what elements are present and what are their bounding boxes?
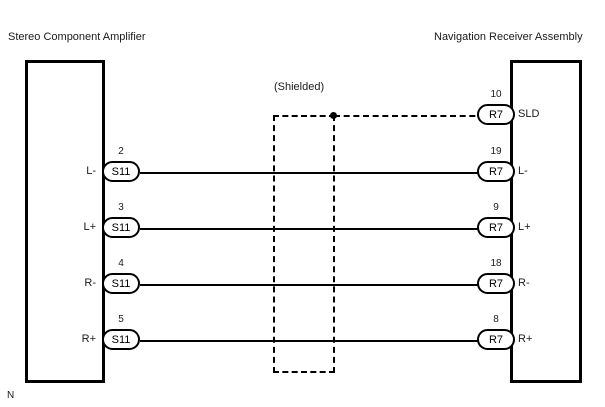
pin-number-left-l-plus: 3 <box>118 202 124 213</box>
signal-label-left-r-plus: R+ <box>81 333 96 345</box>
pin-number-left-r-plus: 5 <box>118 314 124 325</box>
wire-l-plus <box>140 228 485 230</box>
wire-r-plus <box>140 340 485 342</box>
pin-number-right-r-minus: 18 <box>490 258 502 269</box>
right-component-title: Navigation Receiver Assembly <box>434 31 583 43</box>
shield-left-edge <box>273 115 275 373</box>
shield-bottom-edge <box>273 371 335 373</box>
signal-label-left-l-minus: L- <box>86 165 96 177</box>
pin-number-left-r-minus: 4 <box>118 258 124 269</box>
signal-label-right-sld: SLD <box>518 108 540 120</box>
terminal-left-r-plus[interactable]: S11 <box>102 329 140 350</box>
pin-number-right-r-plus: 8 <box>493 314 499 325</box>
signal-label-left-l-plus: L+ <box>83 221 96 233</box>
pin-number-right-sld: 10 <box>490 89 502 100</box>
terminal-right-l-plus[interactable]: R7 <box>477 217 515 238</box>
left-connector-housing <box>25 60 105 383</box>
signal-label-right-r-plus: R+ <box>518 333 533 345</box>
pin-number-right-l-plus: 9 <box>493 202 499 213</box>
terminal-right-r-minus[interactable]: R7 <box>477 273 515 294</box>
shield-caption: (Shielded) <box>274 81 325 93</box>
terminal-left-r-minus[interactable]: S11 <box>102 273 140 294</box>
shield-right-edge <box>333 115 335 373</box>
wire-l-minus <box>140 172 485 174</box>
shield-top-edge <box>273 115 335 117</box>
signal-label-left-r-minus: R- <box>84 277 96 289</box>
terminal-right-r-plus[interactable]: R7 <box>477 329 515 350</box>
wire-r-minus <box>140 284 485 286</box>
pin-number-left-l-minus: 2 <box>118 146 124 157</box>
terminal-left-l-minus[interactable]: S11 <box>102 161 140 182</box>
shield-drain-wire <box>334 115 485 117</box>
shield-junction-dot <box>330 112 337 119</box>
pin-number-right-l-minus: 19 <box>490 146 502 157</box>
signal-label-right-l-minus: L- <box>518 165 528 177</box>
terminal-right-sld[interactable]: R7 <box>477 104 515 125</box>
corner-mark: N <box>7 390 15 401</box>
terminal-left-l-plus[interactable]: S11 <box>102 217 140 238</box>
signal-label-right-l-plus: L+ <box>518 221 531 233</box>
left-component-title: Stereo Component Amplifier <box>8 31 146 43</box>
signal-label-right-r-minus: R- <box>518 277 530 289</box>
terminal-right-l-minus[interactable]: R7 <box>477 161 515 182</box>
